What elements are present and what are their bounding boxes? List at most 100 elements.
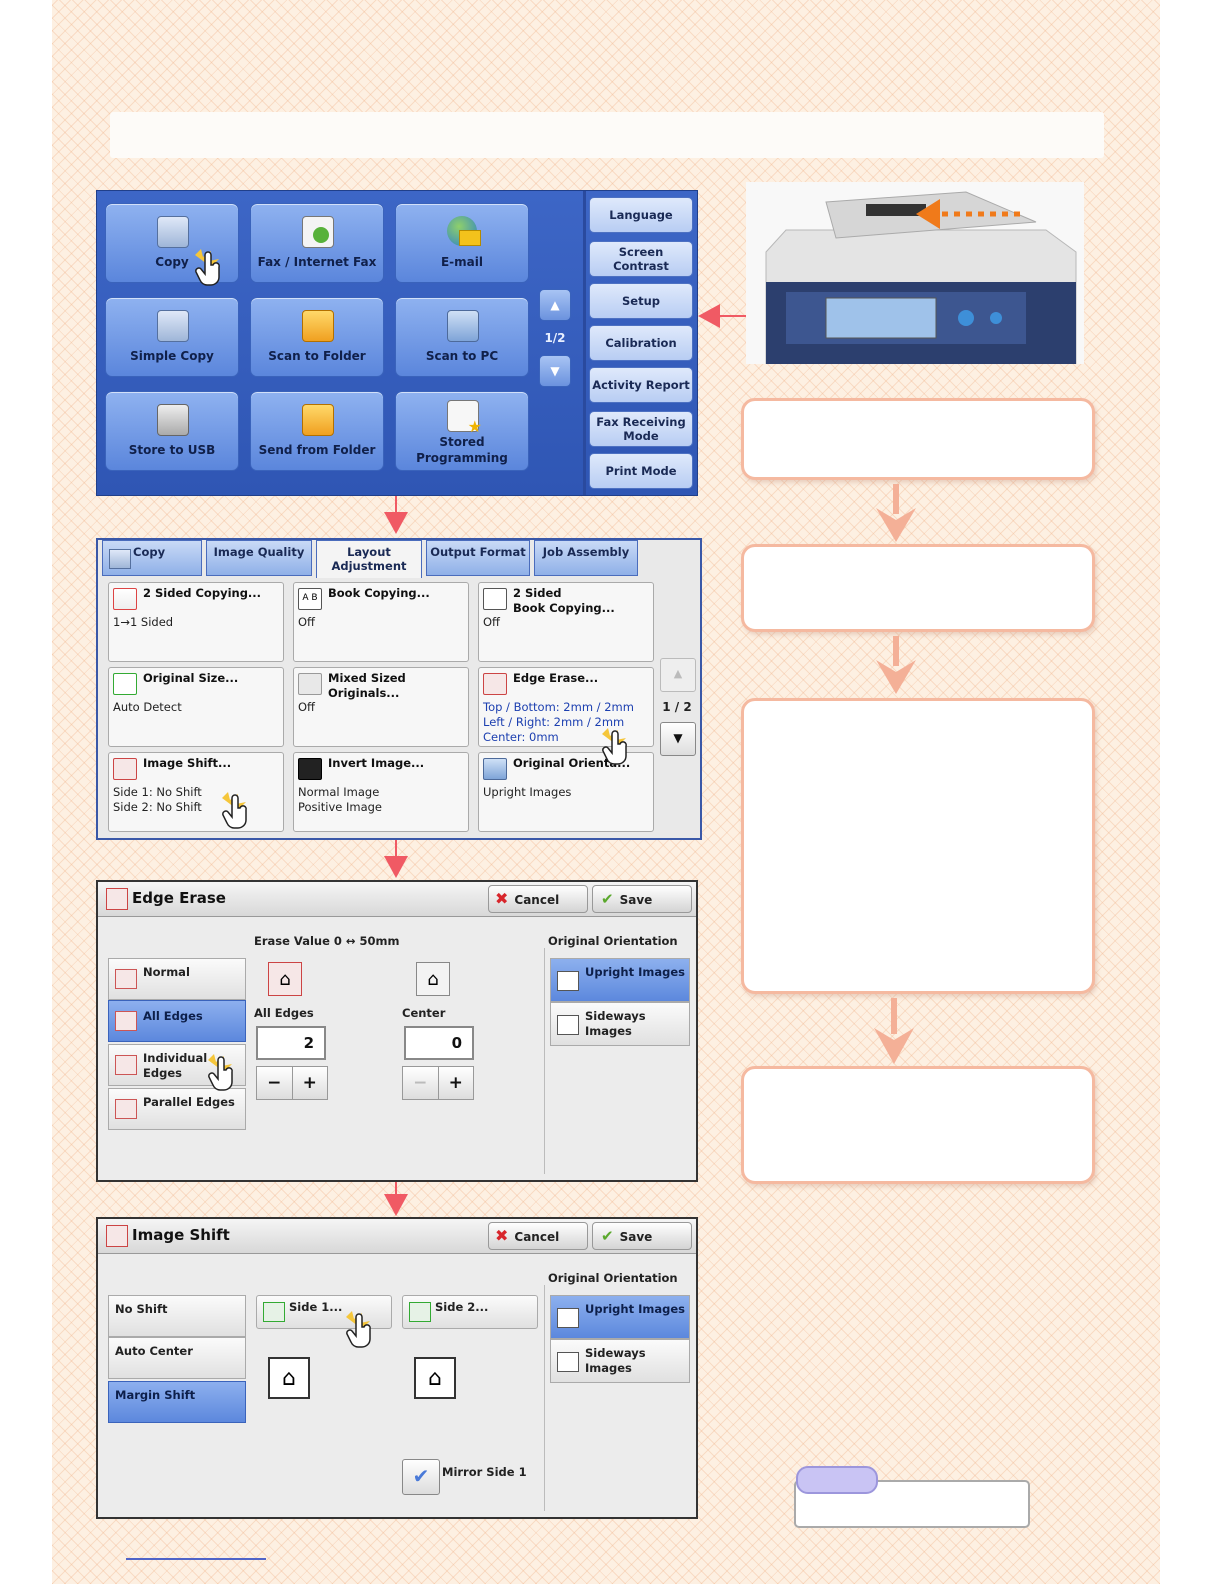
side-button-label: Setup: [622, 294, 660, 308]
store-to-usb-service-button[interactable]: Store to USB: [105, 391, 239, 471]
mode-label: Individual: [143, 1051, 208, 1065]
email-service-button[interactable]: E-mail: [395, 203, 529, 283]
save-button[interactable]: ✔Save: [592, 1222, 692, 1250]
orientation-label-line2: Images: [585, 1024, 632, 1038]
stored-programming-service-button[interactable]: ★ Stored Programming: [395, 391, 529, 471]
dialog-title: Edge Erase: [132, 889, 226, 907]
cancel-button[interactable]: ✖Cancel: [488, 1222, 588, 1250]
fax-icon: [302, 216, 334, 248]
feature-value: Off: [298, 615, 315, 629]
side-button-label-line2: Contrast: [613, 259, 669, 273]
upright-images-button[interactable]: Upright Images: [550, 958, 690, 1002]
side2-icon: [409, 1302, 431, 1322]
feature-value: Off: [298, 700, 315, 714]
mode-no-shift-button[interactable]: No Shift: [108, 1295, 246, 1337]
down-arrow-icon: [876, 484, 916, 542]
original-size-button[interactable]: Original Size... Auto Detect: [108, 667, 284, 747]
center-value-field[interactable]: 0: [404, 1026, 474, 1060]
setup-button[interactable]: Setup: [589, 283, 693, 319]
feature-title: Original Size...: [143, 671, 239, 685]
edge-erase-dialog: Edge Erase ✖Cancel ✔Save Erase Value 0 ↔…: [96, 880, 698, 1182]
simple-copy-service-button[interactable]: Simple Copy: [105, 297, 239, 377]
all-edges-value-field[interactable]: 2: [256, 1026, 326, 1060]
tab-label-line2: Adjustment: [331, 559, 407, 573]
down-arrow-icon: ▼: [550, 364, 560, 378]
feature-title: 2 Sided Copying...: [143, 586, 262, 600]
connector-arrow: [384, 512, 408, 534]
feature-value: Upright Images: [483, 785, 572, 799]
edge-erase-icon: [483, 673, 507, 695]
two-sided-copying-button[interactable]: 2 Sided Copying... 1→1 Sided: [108, 582, 284, 662]
tab-output-format[interactable]: Output Format: [426, 540, 530, 576]
tab-label: Layout: [347, 545, 391, 559]
book-copying-button[interactable]: A B Book Copying... Off: [293, 582, 469, 662]
service-label: Store to USB: [128, 443, 216, 457]
cancel-button[interactable]: ✖Cancel: [488, 885, 588, 913]
scan-to-pc-service-button[interactable]: Scan to PC: [395, 297, 529, 377]
side2-preview-house-icon: ⌂: [414, 1357, 456, 1399]
fax-service-button[interactable]: Fax / Internet Fax: [250, 203, 384, 283]
upright-image-icon: [557, 1308, 579, 1328]
scroll-up-button[interactable]: ▲: [539, 289, 571, 321]
language-button[interactable]: Language: [589, 197, 693, 233]
center-stepper[interactable]: −+: [402, 1066, 474, 1100]
two-sided-book-copying-button[interactable]: 2 Sided Book Copying... Off: [478, 582, 654, 662]
plus-button[interactable]: +: [448, 1073, 463, 1093]
mode-label: All Edges: [143, 1009, 203, 1023]
checkmark-icon: ✔: [412, 1464, 430, 1488]
instruction-box-1: [741, 398, 1095, 480]
instruction-box-2: [741, 544, 1095, 632]
calibration-button[interactable]: Calibration: [589, 325, 693, 361]
orientation-section-label: Original Orientation: [548, 1271, 678, 1285]
activity-report-button[interactable]: Activity Report: [589, 367, 693, 403]
image-shift-button[interactable]: Image Shift... Side 1: No Shift Side 2: …: [108, 752, 284, 832]
service-label: E-mail: [440, 255, 483, 269]
send-from-folder-service-button[interactable]: Send from Folder: [250, 391, 384, 471]
edge-erase-button[interactable]: Edge Erase... Top / Bottom: 2mm / 2mm Le…: [478, 667, 654, 747]
open-book-icon: [483, 588, 507, 610]
mode-parallel-edges-button[interactable]: Parallel Edges: [108, 1088, 246, 1130]
sideways-image-icon: [557, 1352, 579, 1372]
upright-images-button[interactable]: Upright Images: [550, 1295, 690, 1339]
plus-button[interactable]: +: [302, 1073, 317, 1093]
tab-job-assembly[interactable]: Job Assembly: [534, 540, 638, 576]
mode-label: No Shift: [115, 1302, 168, 1316]
mode-all-edges-button[interactable]: All Edges: [108, 1000, 246, 1042]
mode-label: Auto Center: [115, 1344, 193, 1358]
scan-to-folder-service-button[interactable]: Scan to Folder: [250, 297, 384, 377]
scroll-down-button[interactable]: ▼: [660, 722, 696, 756]
tab-image-quality[interactable]: Image Quality: [206, 540, 312, 576]
minus-button[interactable]: −: [257, 1067, 293, 1099]
tab-copy[interactable]: Copy: [102, 540, 202, 576]
mirror-side1-checkbox[interactable]: ✔: [402, 1459, 440, 1495]
tab-label: Copy: [133, 545, 166, 559]
folder-icon: [302, 404, 334, 436]
mode-margin-shift-button[interactable]: Margin Shift: [108, 1381, 246, 1423]
connector-arrow: [384, 1194, 408, 1216]
service-label: Scan to PC: [425, 349, 499, 363]
all-edges-stepper[interactable]: −+: [256, 1066, 328, 1100]
feature-value: Off: [483, 615, 500, 629]
print-mode-button[interactable]: Print Mode: [589, 453, 693, 489]
mode-auto-center-button[interactable]: Auto Center: [108, 1337, 246, 1379]
all-edges-house-icon: ⌂: [268, 962, 302, 996]
two-sided-icon: [113, 588, 137, 610]
side1-button[interactable]: Side 1...: [256, 1295, 392, 1329]
down-arrow-icon: ▼: [673, 731, 683, 745]
invert-image-button[interactable]: Invert Image... Normal Image Positive Im…: [293, 752, 469, 832]
original-orientation-button[interactable]: Original Orienta... Upright Images: [478, 752, 654, 832]
scroll-down-button[interactable]: ▼: [539, 355, 571, 387]
scroll-up-button[interactable]: ▲: [660, 658, 696, 692]
save-button[interactable]: ✔Save: [592, 885, 692, 913]
printer-photo: [746, 182, 1084, 364]
mode-label: Margin Shift: [115, 1388, 196, 1402]
orientation-label: Upright Images: [585, 1302, 686, 1316]
mode-normal-button[interactable]: Normal: [108, 958, 246, 1000]
mixed-sized-originals-button[interactable]: Mixed Sized Originals... Off: [293, 667, 469, 747]
side2-button[interactable]: Side 2...: [402, 1295, 538, 1329]
